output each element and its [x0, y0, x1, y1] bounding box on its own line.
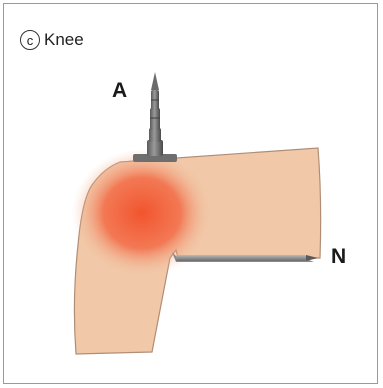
marker-n: N — [331, 245, 346, 269]
marker-a: A — [112, 79, 127, 103]
electrode-icon — [147, 72, 163, 156]
